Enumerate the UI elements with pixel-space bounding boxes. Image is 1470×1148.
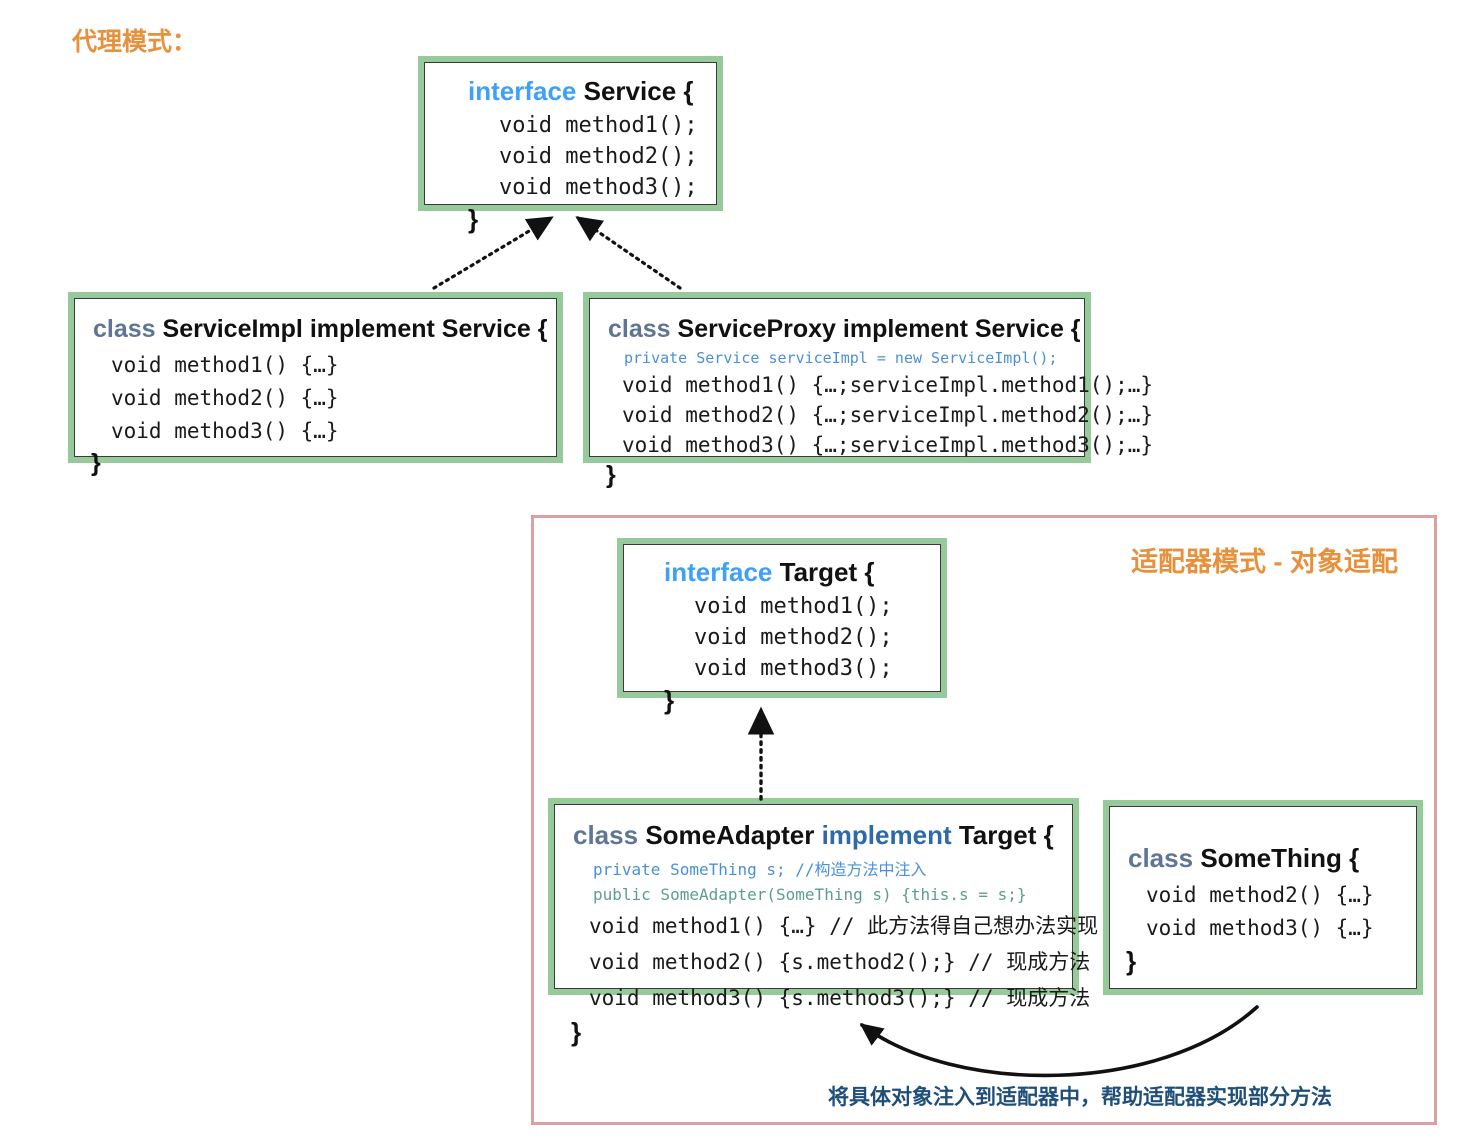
service-header: interface Service { — [468, 76, 706, 107]
some-adapter-field-line: private SomeThing s; //构造方法中注入 — [593, 860, 927, 879]
uml-box-service-impl-inner: class ServiceImpl implement Service { vo… — [74, 298, 557, 477]
target-header: interface Target { — [664, 557, 930, 588]
service-type-name: Service { — [583, 76, 694, 106]
uml-box-service-inner: interface Service { void method1(); void… — [424, 62, 717, 234]
some-adapter-constructor-line: public SomeAdapter(SomeThing s) {this.s … — [593, 885, 1027, 904]
service-impl-method-line: void method1() {…} — [111, 353, 339, 377]
some-thing-header: class SomeThing { — [1128, 843, 1406, 874]
service-proxy-method-line: void method3() {…;serviceImpl.method3();… — [622, 433, 1154, 457]
service-proxy-method-line: void method1() {…;serviceImpl.method1();… — [622, 373, 1154, 397]
service-impl-method-line: void method3() {…} — [111, 419, 339, 443]
service-proxy-field-line: private Service serviceImpl = new Servic… — [624, 349, 1058, 367]
target-method-line: void method1(); — [694, 594, 893, 619]
keyword-class: class — [93, 315, 156, 343]
service-method-line: void method1(); — [499, 113, 698, 138]
service-impl-closing-brace: } — [91, 449, 101, 477]
service-impl-header: class ServiceImpl implement Service { — [93, 315, 548, 344]
some-adapter-method-line: void method1() {…} // 此方法得自己想办法实现 — [589, 914, 1099, 938]
uml-box-some-adapter: class SomeAdapter implement Target { pri… — [548, 798, 1099, 1047]
uml-box-some-thing: class SomeThing { void method2() {…} voi… — [1103, 800, 1423, 995]
uml-box-target-interface: interface Target { void method1(); void … — [617, 538, 947, 715]
service-proxy-header: class ServiceProxy implement Service { — [608, 315, 1081, 344]
some-thing-closing-brace: } — [1126, 946, 1137, 976]
uml-box-service-proxy: class ServiceProxy implement Service { p… — [583, 292, 1154, 489]
some-thing-method-line: void method2() {…} — [1146, 883, 1374, 907]
adapter-pattern-title: 适配器模式 - 对象适配 — [1131, 547, 1398, 577]
uml-box-service-interface: interface Service { void method1(); void… — [418, 56, 723, 234]
service-method-line: void method3(); — [499, 175, 698, 200]
service-proxy-closing-brace: } — [606, 461, 616, 489]
target-type-name: Target { — [779, 557, 875, 587]
keyword-implement: implement — [821, 820, 952, 850]
some-thing-type-name: SomeThing { — [1200, 843, 1360, 873]
some-thing-method-line: void method3() {…} — [1146, 916, 1374, 940]
some-adapter-header: class SomeAdapter implement Target { — [573, 820, 1062, 851]
uml-box-some-adapter-inner: class SomeAdapter implement Target { pri… — [554, 804, 1099, 1047]
some-adapter-target-name: Target { — [951, 820, 1054, 850]
uml-box-service-impl: class ServiceImpl implement Service { vo… — [68, 292, 563, 477]
proxy-pattern-title: 代理模式： — [72, 28, 198, 56]
target-method-line: void method2(); — [694, 625, 893, 650]
some-adapter-type-name: SomeAdapter — [645, 820, 822, 850]
service-method-line: void method2(); — [499, 144, 698, 169]
service-impl-method-line: void method2() {…} — [111, 386, 339, 410]
keyword-class: class — [1128, 843, 1194, 873]
uml-box-target-inner: interface Target { void method1(); void … — [623, 544, 941, 715]
keyword-interface: interface — [468, 76, 577, 106]
uml-box-service-proxy-inner: class ServiceProxy implement Service { p… — [589, 298, 1154, 489]
keyword-class: class — [608, 315, 671, 343]
adapter-injection-caption: 将具体对象注入到适配器中，帮助适配器实现部分方法 — [828, 1086, 1332, 1109]
service-impl-type-name: ServiceImpl implement Service { — [162, 315, 548, 343]
keyword-interface: interface — [664, 557, 773, 587]
service-proxy-method-line: void method2() {…;serviceImpl.method2();… — [622, 403, 1154, 427]
uml-box-some-thing-inner: class SomeThing { void method2() {…} voi… — [1109, 806, 1417, 989]
target-closing-brace: } — [664, 685, 675, 715]
adapter-pattern-group — [531, 515, 1437, 1125]
service-closing-brace: } — [468, 204, 479, 234]
some-adapter-method-line: void method2() {s.method2();} // 现成方法 — [589, 950, 1091, 974]
service-proxy-type-name: ServiceProxy implement Service { — [677, 315, 1081, 343]
some-adapter-closing-brace: } — [571, 1017, 582, 1047]
keyword-class: class — [573, 820, 639, 850]
some-adapter-method-line: void method3() {s.method3();} // 现成方法 — [589, 986, 1091, 1010]
target-method-line: void method3(); — [694, 656, 893, 681]
